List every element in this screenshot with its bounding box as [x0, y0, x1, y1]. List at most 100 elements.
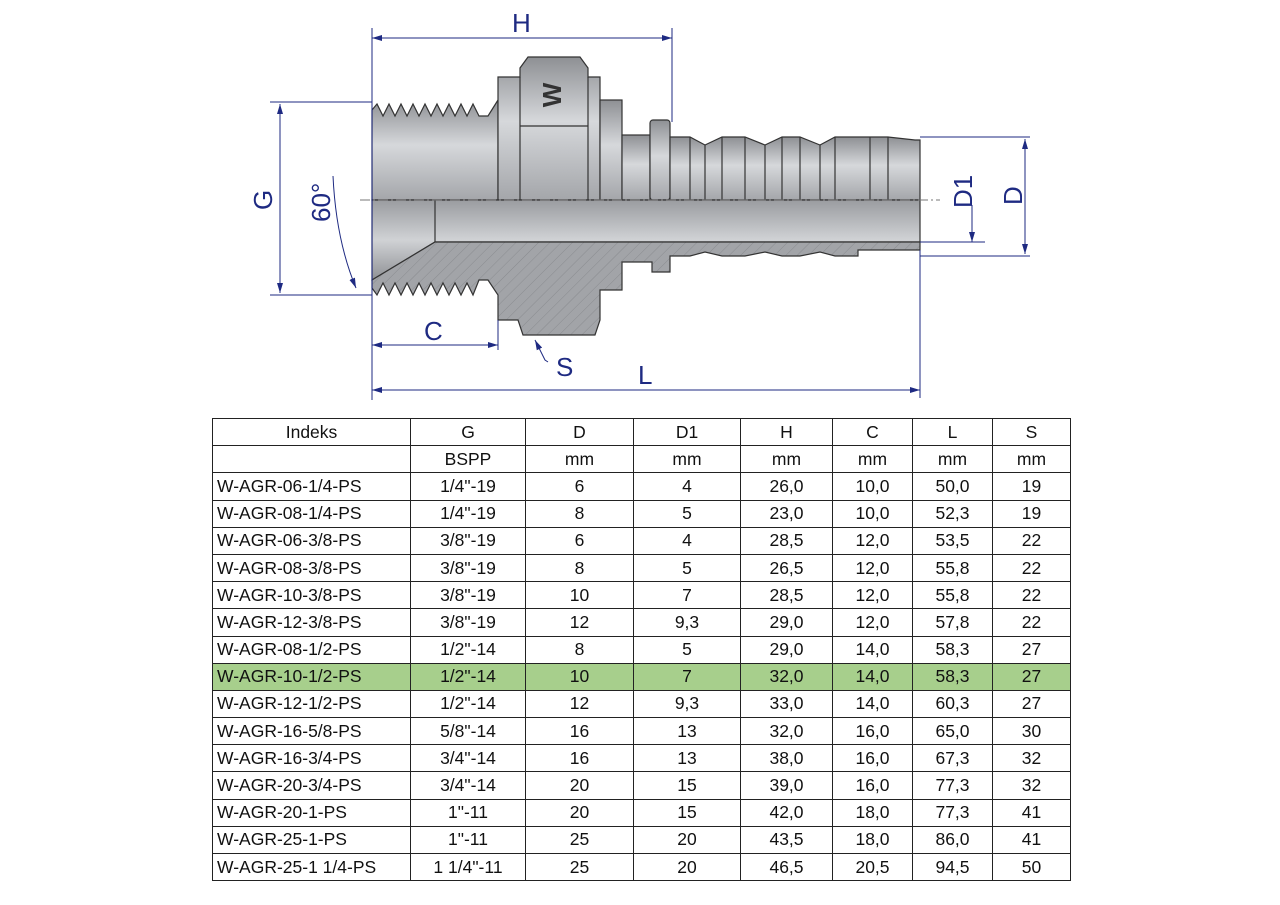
index-cell: W-AGR-25-1 1/4-PS: [212, 852, 411, 882]
value-cell: 12,0: [832, 608, 913, 637]
value-cell: 6: [525, 526, 634, 555]
value-cell: 86,0: [912, 825, 993, 855]
index-cell: W-AGR-16-5/8-PS: [212, 717, 411, 746]
value-cell: 33,0: [740, 689, 833, 719]
value-cell: 94,5: [912, 852, 993, 882]
value-cell: 15: [633, 771, 741, 800]
value-cell: 3/8"-19: [410, 608, 526, 637]
value-cell: 27: [992, 635, 1071, 664]
value-cell: 1/2"-14: [410, 662, 526, 691]
column-header: H: [740, 417, 833, 447]
hose-barbs: [669, 136, 921, 201]
value-cell: 16: [525, 717, 634, 746]
value-cell: 25: [525, 852, 634, 882]
value-cell: 10,0: [832, 472, 913, 501]
value-cell: 39,0: [740, 771, 833, 800]
value-cell: 32,0: [740, 717, 833, 746]
value-cell: 22: [992, 553, 1071, 583]
dimensions: [270, 28, 1030, 400]
value-cell: 3/8"-19: [410, 526, 526, 555]
value-cell: 1/4"-19: [410, 472, 526, 501]
value-cell: 67,3: [912, 744, 993, 773]
index-cell: W-AGR-06-1/4-PS: [212, 472, 411, 501]
value-cell: 53,5: [912, 526, 993, 555]
value-cell: 3/4"-14: [410, 771, 526, 800]
column-header: D: [525, 417, 634, 447]
manufacturer-logo: W: [537, 82, 567, 107]
column-header: S: [992, 417, 1071, 447]
value-cell: 1/2"-14: [410, 689, 526, 719]
value-cell: 29,0: [740, 635, 833, 664]
value-cell: 46,5: [740, 852, 833, 882]
shoulder: [599, 99, 623, 201]
dim-label-c: C: [424, 316, 443, 346]
value-cell: 4: [633, 472, 741, 501]
value-cell: 55,8: [912, 581, 993, 610]
value-cell: 77,3: [912, 798, 993, 827]
thread-upper: [371, 97, 499, 201]
value-cell: 12: [525, 689, 634, 719]
value-cell: 77,3: [912, 771, 993, 800]
dim-label-h: H: [512, 8, 531, 38]
value-cell: 19: [992, 472, 1071, 501]
unit-cell: mm: [740, 445, 833, 474]
value-cell: 7: [633, 662, 741, 691]
value-cell: 13: [633, 717, 741, 746]
value-cell: 10,0: [832, 499, 913, 528]
value-cell: 12,0: [832, 581, 913, 610]
value-cell: 20,5: [832, 852, 913, 882]
index-cell: W-AGR-08-1/4-PS: [212, 499, 411, 528]
value-cell: 20: [525, 771, 634, 800]
value-cell: 16,0: [832, 771, 913, 800]
value-cell: 52,3: [912, 499, 993, 528]
value-cell: 12: [525, 608, 634, 637]
dim-label-angle: 60°: [306, 183, 336, 222]
value-cell: 27: [992, 689, 1071, 719]
value-cell: 10: [525, 581, 634, 610]
value-cell: 14,0: [832, 689, 913, 719]
value-cell: 32,0: [740, 662, 833, 691]
value-cell: 3/8"-19: [410, 553, 526, 583]
value-cell: 32: [992, 744, 1071, 773]
value-cell: 26,5: [740, 553, 833, 583]
value-cell: 28,5: [740, 581, 833, 610]
value-cell: 27: [992, 662, 1071, 691]
column-header: D1: [633, 417, 741, 447]
index-cell: W-AGR-16-3/4-PS: [212, 744, 411, 773]
value-cell: 16,0: [832, 717, 913, 746]
value-cell: 60,3: [912, 689, 993, 719]
fitting-body: W: [371, 56, 921, 336]
value-cell: 7: [633, 581, 741, 610]
value-cell: 23,0: [740, 499, 833, 528]
value-cell: 14,0: [832, 662, 913, 691]
index-cell: W-AGR-25-1-PS: [212, 825, 411, 855]
fitting-technical-drawing: W H G 60°: [248, 8, 1030, 400]
value-cell: 26,0: [740, 472, 833, 501]
value-cell: 3/8"-19: [410, 581, 526, 610]
value-cell: 1"-11: [410, 798, 526, 827]
value-cell: 30: [992, 717, 1071, 746]
value-cell: 5: [633, 553, 741, 583]
value-cell: 42,0: [740, 798, 833, 827]
value-cell: 20: [633, 852, 741, 882]
index-cell: W-AGR-08-1/2-PS: [212, 635, 411, 664]
column-header: C: [832, 417, 913, 447]
dim-label-s: S: [556, 352, 573, 382]
unit-cell: mm: [525, 445, 634, 474]
index-cell: W-AGR-10-3/8-PS: [212, 581, 411, 610]
value-cell: 1 1/4"-11: [410, 852, 526, 882]
value-cell: 14,0: [832, 635, 913, 664]
value-cell: 8: [525, 635, 634, 664]
value-cell: 5: [633, 499, 741, 528]
value-cell: 38,0: [740, 744, 833, 773]
collar: [621, 134, 651, 201]
value-cell: 28,5: [740, 526, 833, 555]
unit-cell: [212, 445, 411, 474]
value-cell: 5: [633, 635, 741, 664]
